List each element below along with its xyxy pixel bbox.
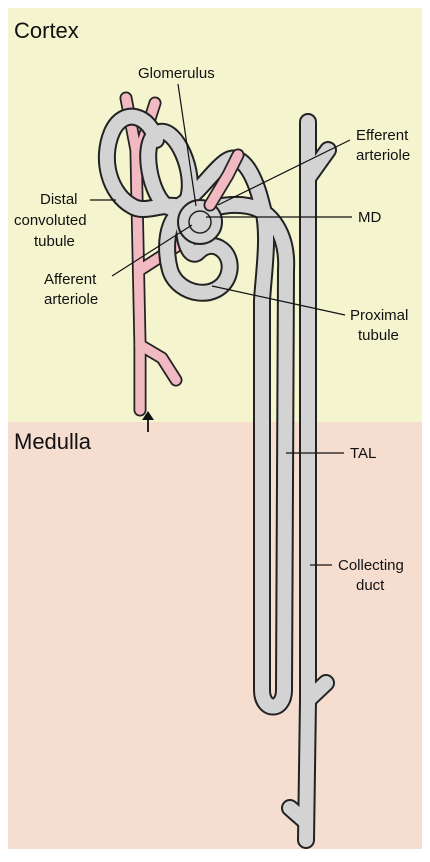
glomerulus-label: Glomerulus (138, 65, 215, 82)
proximal-label-line2: tubule (358, 327, 399, 344)
afferent-label-line2: arteriole (44, 291, 98, 308)
distal-label-line2: convoluted (14, 212, 87, 229)
proximal-label-line1: Proximal (350, 307, 408, 324)
distal-label-line3: tubule (34, 233, 75, 250)
collecting-duct-label-line1: Collecting (338, 557, 404, 574)
tal-label: TAL (350, 445, 376, 462)
md-label: MD (358, 209, 381, 226)
medulla-region (8, 422, 422, 849)
efferent-label-line1: Efferent (356, 127, 409, 144)
distal-label-line1: Distal (40, 191, 78, 208)
collecting-duct-label-line2: duct (356, 577, 385, 594)
afferent-label-line1: Afferent (44, 271, 97, 288)
medulla-label: Medulla (14, 429, 92, 454)
cortex-label: Cortex (14, 18, 79, 43)
efferent-label-line2: arteriole (356, 147, 410, 164)
